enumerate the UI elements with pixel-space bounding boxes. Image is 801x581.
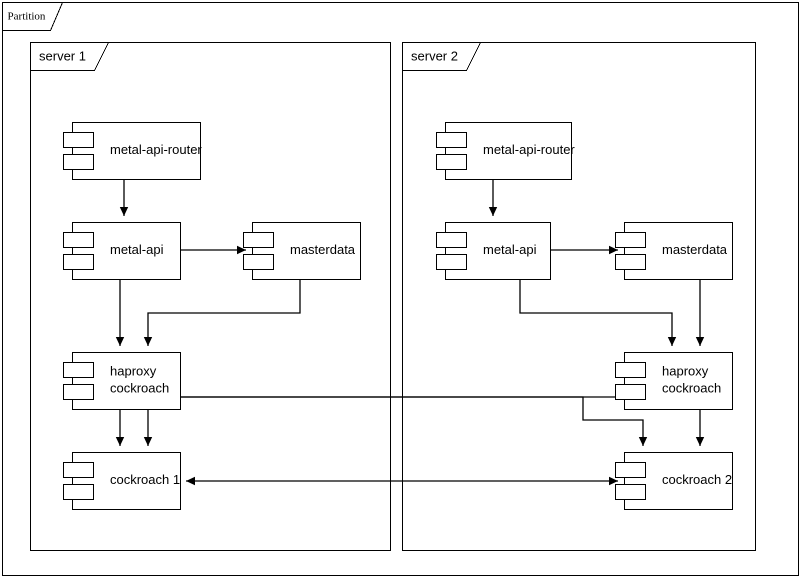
server-frame-server-2-tab [402,42,482,71]
arrowhead-icon [119,207,129,216]
component-socket-icon-2 [436,154,467,170]
connection-metalapi1-to-haproxy1[interactable] [115,279,125,346]
component-socket-icon-2 [243,254,274,270]
component-label: metal-api [483,242,537,257]
component-socket-icon-1 [436,132,467,148]
component-socket-icon-1 [63,462,94,478]
component-cockroach-2[interactable]: cockroach 2 [615,452,733,510]
component-socket-icon-1 [615,362,646,378]
connection-router2-to-metalapi2[interactable] [488,179,498,216]
arrowhead-icon [143,437,153,446]
component-metal-api-1[interactable]: metal-api [63,222,181,280]
connection-haproxy2-to-cockroach2[interactable] [695,409,705,446]
component-label: masterdata [662,242,728,257]
component-masterdata-1[interactable]: masterdata [243,222,361,280]
component-label: cockroach 2 [662,472,732,487]
connection-metalapi1-to-masterdata1[interactable] [180,245,246,255]
arrowhead-icon [115,437,125,446]
component-socket-icon-1 [63,132,94,148]
server-frame-server-2-label: server 2 [411,48,458,63]
partition-frame-tab [2,2,64,31]
component-socket-icon-2 [615,484,646,500]
connection-line [180,396,644,446]
arrowhead-icon [609,245,618,255]
component-haproxy-cockroach-1[interactable]: haproxy cockroach [63,352,181,410]
connection-line [519,279,673,346]
component-socket-icon-2 [615,384,646,400]
component-label: metal-api-router [483,142,575,157]
component-socket-icon-1 [615,462,646,478]
component-cockroach-1[interactable]: cockroach 1 [63,452,181,510]
arrowhead-icon [143,337,153,346]
component-socket-icon-1 [63,232,94,248]
component-label: cockroach [110,380,169,395]
component-metal-api-router-1[interactable]: metal-api-router [63,122,203,180]
components-layer: metal-api-router metal-api masterdata hapro… [63,122,733,510]
component-socket-icon-2 [63,154,94,170]
arrowhead-icon [667,337,677,346]
connection-haproxy1-to-cockroach2[interactable] [180,396,648,446]
arrowhead-icon [237,245,246,255]
component-socket-icon-2 [63,484,94,500]
component-label: masterdata [290,242,356,257]
component-label: cockroach 1 [110,472,180,487]
arrowhead-icon [488,207,498,216]
component-haproxy-cockroach-2[interactable]: haproxy cockroach [615,352,733,410]
connection-cockroach1-cockroach2-replication[interactable] [186,476,618,486]
component-label: metal-api-router [110,142,202,157]
component-socket-icon-2 [436,254,467,270]
component-metal-api-router-2[interactable]: metal-api-router [436,122,576,180]
connection-masterdata2-to-haproxy2[interactable] [695,279,705,346]
component-label: cockroach [662,380,721,395]
arrowhead-icon [115,337,125,346]
arrowhead-icon [609,476,618,486]
connection-metalapi2-to-masterdata2[interactable] [550,245,618,255]
component-label: metal-api [110,242,164,257]
component-socket-icon-1 [63,362,94,378]
partition-frame-label: Partition [8,11,46,23]
server-frame-server-1-label: server 1 [39,48,86,63]
component-socket-icon-2 [615,254,646,270]
component-label: haproxy [110,363,157,378]
server-frame-server-1-tab [30,42,110,71]
arrowhead-icon [695,437,705,446]
component-socket-icon-2 [63,254,94,270]
component-label: haproxy [662,363,709,378]
arrowhead-icon [186,476,195,486]
connection-router1-to-metalapi1[interactable] [119,179,129,216]
connection-masterdata1-to-haproxy1[interactable] [143,279,301,346]
component-metal-api-2[interactable]: metal-api [436,222,551,280]
component-socket-icon-1 [243,232,274,248]
arrowhead-icon [695,337,705,346]
connection-metalapi2-to-haproxy2[interactable] [519,279,677,346]
connection-line [147,279,301,346]
connection-haproxy1-to-cockroach1[interactable] [115,409,125,446]
component-masterdata-2[interactable]: masterdata [615,222,733,280]
component-socket-icon-1 [436,232,467,248]
component-socket-icon-1 [615,232,646,248]
component-socket-icon-2 [63,384,94,400]
arrowhead-icon [638,437,648,446]
